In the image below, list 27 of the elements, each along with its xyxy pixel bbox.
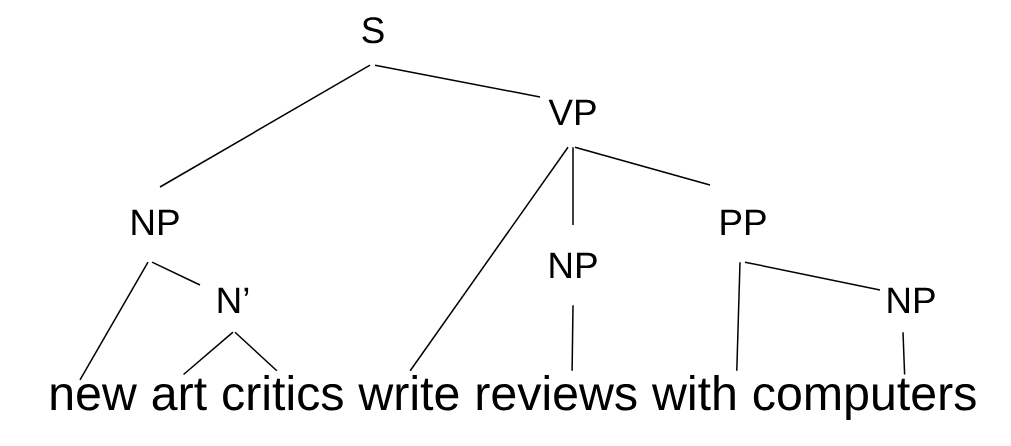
word: computers xyxy=(753,378,976,420)
word: reviews xyxy=(477,375,637,411)
tree-label: PP xyxy=(721,209,766,235)
tree-branch xyxy=(374,64,541,98)
tree-branch xyxy=(182,331,234,376)
word: with xyxy=(651,375,735,411)
tree-label: NP xyxy=(132,209,179,235)
tree-branch xyxy=(159,64,371,188)
tree-label: N’ xyxy=(218,287,249,313)
tree-label: VP xyxy=(548,99,596,125)
tree-label: S xyxy=(362,17,384,44)
tree-branch xyxy=(79,261,149,381)
tree-branch xyxy=(902,331,906,376)
tree-branch xyxy=(234,331,278,372)
tree-branch xyxy=(572,146,574,226)
word: write xyxy=(358,375,459,411)
word: new xyxy=(51,384,137,411)
tree-branch xyxy=(151,261,201,286)
word: art xyxy=(152,378,207,411)
tree-label: NP xyxy=(888,287,935,313)
tree-branch xyxy=(571,304,574,372)
tree-branch xyxy=(574,146,711,186)
tree-branch xyxy=(409,146,569,372)
word: critics xyxy=(223,375,343,411)
tree-branch xyxy=(744,261,881,291)
tree-branch xyxy=(736,261,741,372)
tree-label: NP xyxy=(550,252,597,278)
